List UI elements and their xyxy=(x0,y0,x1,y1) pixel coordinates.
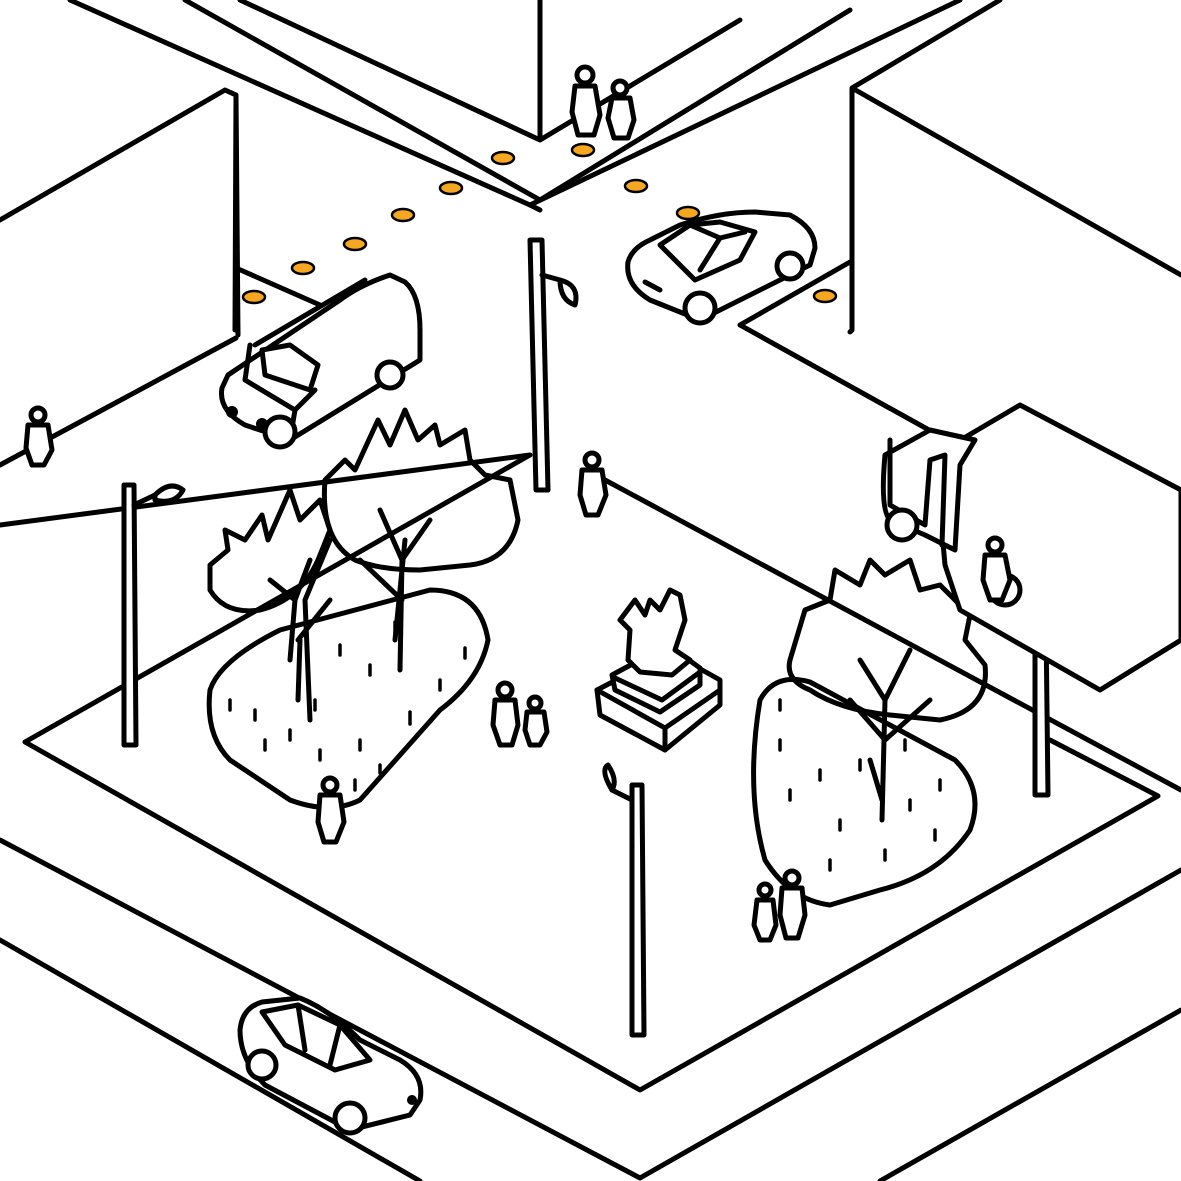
pedestrian-icon xyxy=(490,680,550,748)
pedestrian-icon xyxy=(577,450,609,518)
pedestrian-icon xyxy=(23,405,55,468)
pedestrian-icon xyxy=(751,868,808,943)
pedestrian-icon xyxy=(980,535,1013,603)
tree-icon xyxy=(207,487,333,703)
statue-icon xyxy=(594,587,723,753)
building-block-top xyxy=(237,0,743,143)
car-icon xyxy=(625,209,818,326)
tree-icon xyxy=(302,407,521,723)
building-block-right xyxy=(847,0,1181,335)
car-icon xyxy=(237,995,424,1136)
pedestrian-icon xyxy=(315,775,347,845)
grass-tufts xyxy=(228,620,942,872)
street-lamp-icon xyxy=(602,762,647,1038)
van-icon xyxy=(218,272,423,450)
grass-bed-left xyxy=(206,587,491,810)
street-lamp-icon xyxy=(527,237,579,493)
street-lamp-icon xyxy=(121,482,186,748)
truck-icon xyxy=(880,402,1181,693)
tree-icon xyxy=(786,557,988,823)
pedestrian-icon xyxy=(569,64,637,141)
building-block-left xyxy=(0,87,241,338)
lane-markers xyxy=(241,142,838,305)
plaza-outline xyxy=(22,452,1161,1093)
